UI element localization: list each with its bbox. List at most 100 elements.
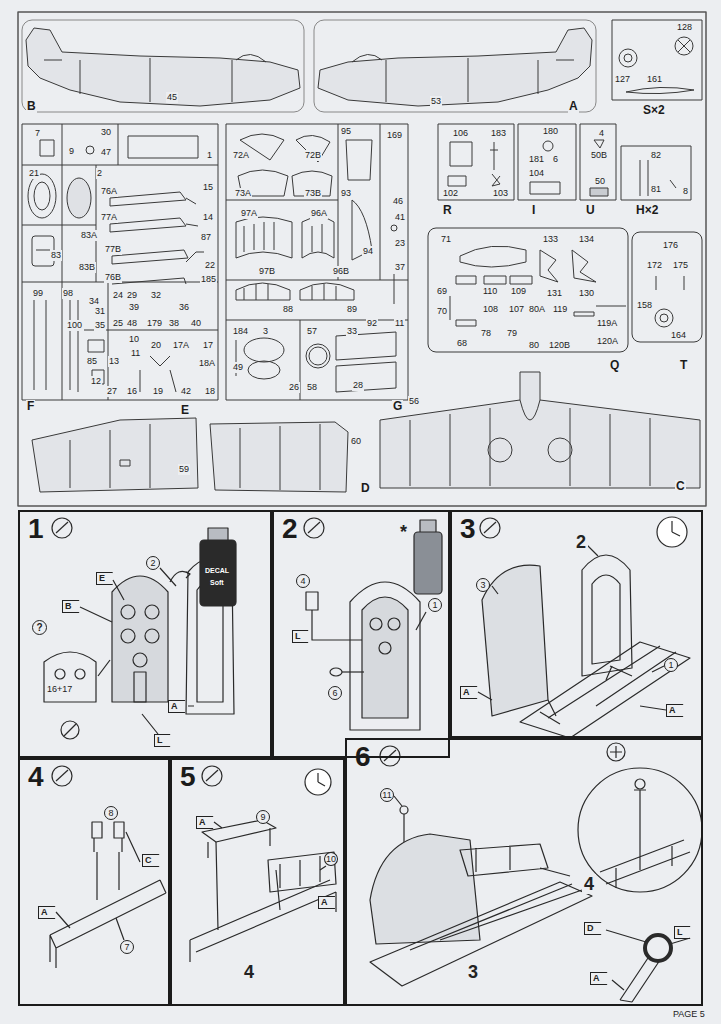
part-number: 32: [150, 290, 162, 301]
part-number: 12: [90, 376, 102, 387]
step-panel: 1: [18, 510, 272, 758]
callout-number: 10: [324, 852, 338, 866]
part-number: 83A: [80, 230, 98, 241]
part-number: 30: [100, 127, 112, 138]
part-number: 176: [662, 240, 679, 251]
part-number: 93: [340, 188, 352, 199]
part-number: 58: [306, 382, 318, 393]
sprue-frame: F: [20, 122, 220, 416]
part-number: 13: [108, 356, 120, 367]
frame-flag: L: [292, 630, 309, 643]
callout-number: 7: [120, 940, 134, 954]
part-number: 102: [442, 188, 459, 199]
part-number: 87: [200, 232, 212, 243]
part-number: 78: [480, 328, 492, 339]
step-number: 5: [180, 762, 196, 793]
callout-number: 3: [476, 578, 490, 592]
frame-flag: L: [154, 734, 171, 747]
part-number: 164: [670, 330, 687, 341]
part-number: 128: [676, 22, 693, 33]
part-number: 183: [490, 128, 507, 139]
part-number: 40: [190, 318, 202, 329]
step-callout: 4: [242, 962, 256, 982]
sprue-letter: C: [675, 480, 686, 493]
step-number: 6: [355, 742, 371, 773]
part-number: 38: [168, 318, 180, 329]
sprue-letter: G: [392, 400, 403, 413]
frame-flag: A: [590, 972, 608, 985]
step-number: 3: [460, 514, 476, 545]
part-number: 7: [34, 128, 41, 139]
part-number: 97A: [240, 208, 258, 219]
part-number: 99: [32, 288, 44, 299]
part-number: 3: [262, 326, 269, 337]
part-number: 88: [282, 304, 294, 315]
part-number: 134: [578, 234, 595, 245]
part-number: 158: [636, 300, 653, 311]
part-number: 85: [86, 356, 98, 367]
part-number: 70: [436, 306, 448, 317]
part-number: 18: [204, 386, 216, 397]
part-number: 45: [166, 92, 178, 103]
part-number: 76B: [104, 272, 122, 283]
callout-number: 1: [428, 598, 442, 612]
part-number: 81: [650, 184, 662, 195]
part-number: 77A: [100, 212, 118, 223]
part-number: 89: [346, 304, 358, 315]
part-number: 181: [528, 154, 545, 165]
part-number: 104: [528, 168, 545, 179]
part-number: 46: [392, 196, 404, 207]
part-number: 79: [506, 328, 518, 339]
part-number: 180: [542, 126, 559, 137]
part-number: 19: [152, 386, 164, 397]
sprue-frame: E: [28, 400, 208, 498]
part-number: 41: [394, 212, 406, 223]
part-number: 71: [440, 234, 452, 245]
part-number: 103: [492, 188, 509, 199]
part-number: 184: [232, 326, 249, 337]
part-number: 80A: [528, 304, 546, 315]
part-number: 68: [456, 338, 468, 349]
part-number: 73B: [304, 188, 322, 199]
part-number: 72B: [304, 150, 322, 161]
part-number: 83: [50, 250, 62, 261]
part-number: 69: [436, 286, 448, 297]
part-number: 21: [28, 168, 40, 179]
frame-flag: D: [584, 922, 602, 935]
part-number: 18A: [198, 358, 216, 369]
part-number: 80: [528, 340, 540, 351]
frame-flag: A: [666, 704, 684, 717]
part-number: 35: [94, 320, 106, 331]
step-callout: 2: [574, 532, 588, 552]
part-number: 60: [350, 436, 362, 447]
part-number: 50: [594, 176, 606, 187]
step-panel: 6: [345, 738, 703, 1006]
part-number: 8: [682, 186, 689, 197]
part-number: 95: [340, 126, 352, 137]
frame-flag: A: [168, 700, 186, 713]
help-symbol: ?: [32, 620, 47, 635]
part-number: 172: [646, 260, 663, 271]
part-number: 23: [394, 238, 406, 249]
part-number: 96A: [310, 208, 328, 219]
sprue-letter: T: [679, 359, 688, 372]
part-number: 11: [130, 348, 141, 359]
part-number: 28: [352, 380, 364, 391]
sprue-frame: I: [517, 122, 577, 222]
sprue-frame: A: [312, 18, 610, 118]
sprue-letter: A: [568, 100, 579, 113]
part-number: 92: [366, 318, 378, 329]
part-number: 27: [106, 386, 118, 397]
part-number: 24: [112, 290, 124, 301]
part-number: 9: [68, 146, 75, 157]
part-number: 10: [128, 334, 140, 345]
callout-number: 4: [296, 574, 310, 588]
step-number: 1: [28, 514, 44, 545]
step-callout: 4: [582, 874, 596, 894]
part-number: 130: [578, 288, 595, 299]
part-number: 73A: [234, 188, 252, 199]
callout-number: 6: [328, 686, 342, 700]
sprue-letter: R: [442, 204, 453, 217]
callout-number: 2: [146, 556, 160, 570]
sprue-letter: E: [180, 404, 190, 417]
